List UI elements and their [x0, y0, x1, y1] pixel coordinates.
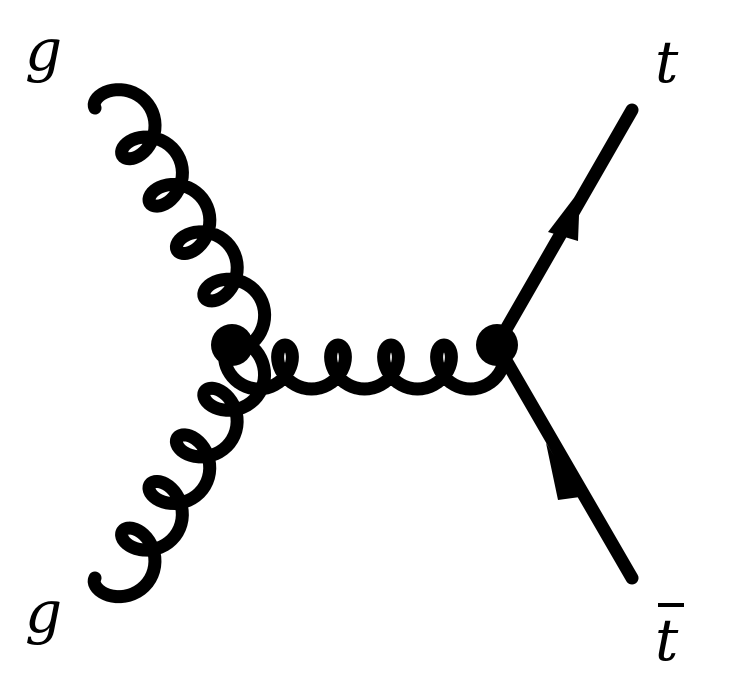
gluon-propagator: [218, 338, 511, 396]
label-top-quark: t: [655, 28, 679, 96]
top-quark-arrow: [548, 190, 580, 241]
anti-top-quark-line: [490, 338, 639, 585]
gluon-line-upper: [87, 83, 272, 355]
label-anti-top-quark: t: [655, 606, 679, 674]
label-gluon-bottom: g: [25, 578, 62, 646]
gluon-line-lower: [87, 335, 272, 604]
anti-top-quark-arrow: [546, 443, 580, 500]
label-gluon-top: g: [25, 16, 62, 84]
vertex-left: [211, 324, 253, 366]
vertex-right: [476, 324, 518, 366]
